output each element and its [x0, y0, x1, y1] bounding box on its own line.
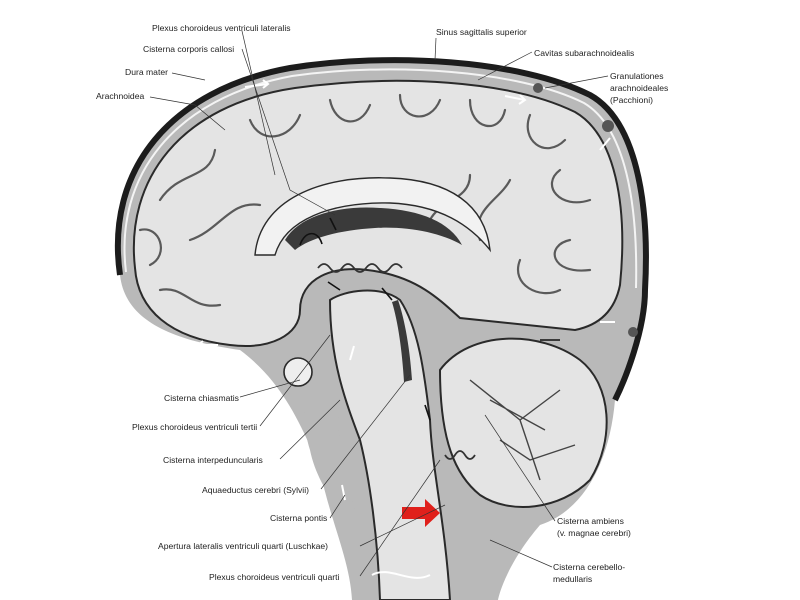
- chiasmatic-cistern-shape: [283, 357, 313, 387]
- label-sinus-sagittalis: Sinus sagittalis superior: [436, 27, 527, 37]
- label-dura-mater: Dura mater: [125, 67, 168, 77]
- choroid-plexus-marks: [317, 263, 476, 460]
- label-cisterna-chiasmatis: Cisterna chiasmatis: [164, 393, 239, 403]
- label-cisterna-ambiens-2: (v. magnae cerebri): [557, 528, 631, 538]
- label-cisterna-interpeduncularis: Cisterna interpeduncularis: [163, 455, 263, 465]
- leader-lines: [149, 30, 609, 577]
- brainstem: [304, 289, 452, 600]
- label-cisterna-pontis: Cisterna pontis: [270, 513, 327, 523]
- csf-flow-arrows: [196, 79, 615, 579]
- label-plexus-lateralis: Plexus choroideus ventriculi lateralis: [152, 23, 291, 33]
- label-granulationes-2: arachnoideales: [610, 83, 668, 93]
- red-pointer-arrow: [402, 499, 440, 527]
- cerebellum: [438, 337, 608, 508]
- label-cisterna-cerebello-2: medullaris: [553, 574, 592, 584]
- label-aquaeductus: Aquaeductus cerebri (Sylvii): [202, 485, 309, 495]
- label-apertura-lateralis: Apertura lateralis ventriculi quarti (Lu…: [158, 541, 328, 551]
- label-cisterna-cerebello-1: Cisterna cerebello-: [553, 562, 625, 572]
- label-cisterna-corporis: Cisterna corporis callosi: [143, 44, 234, 54]
- label-cisterna-ambiens-1: Cisterna ambiens: [557, 516, 624, 526]
- label-arachnoidea: Arachnoidea: [96, 91, 144, 101]
- arachnoid-granulations: [533, 83, 638, 337]
- label-plexus-tertii: Plexus choroideus ventriculi tertii: [132, 422, 257, 432]
- cerebrum: [132, 79, 624, 347]
- label-plexus-quarti: Plexus choroideus ventriculi quarti: [209, 572, 339, 582]
- label-granulationes-1: Granulationes: [610, 71, 664, 81]
- label-granulationes-3: (Pacchioni): [610, 95, 653, 105]
- labels: Plexus choroideus ventriculi lateralis C…: [96, 23, 668, 584]
- label-cavitas-subarachnoidealis: Cavitas subarachnoidealis: [534, 48, 634, 58]
